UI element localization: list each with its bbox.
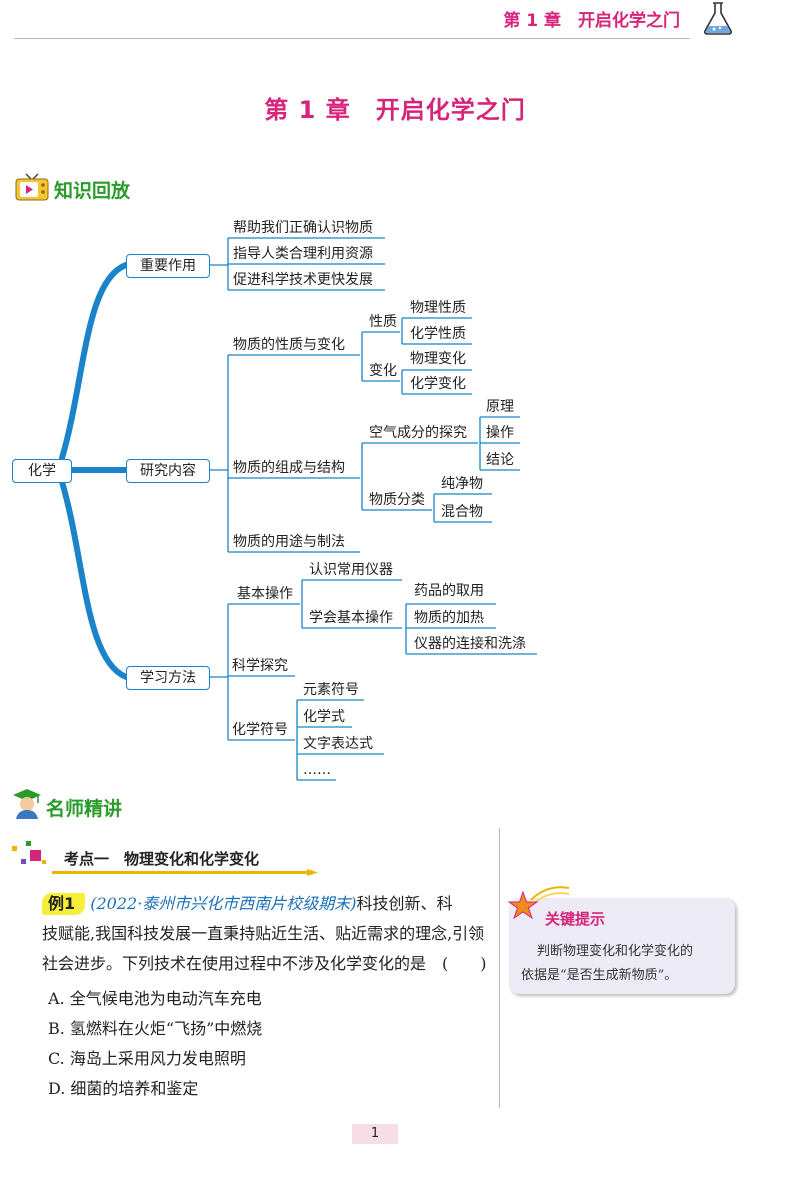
mindmap-node: 物理变化: [410, 351, 466, 367]
mindmap-branch-research: 研究内容: [126, 459, 210, 483]
topic-title: 考点一 物理变化和化学变化: [64, 850, 260, 868]
mindmap-node: 学会基本操作: [309, 610, 393, 626]
mindmap-node: ……: [303, 762, 331, 778]
mindmap-node: 促进科学技术更快发展: [233, 272, 373, 288]
mindmap-node: 科学探究: [232, 658, 288, 674]
example-question-line1: 例1 (2022·泰州市兴化市西南片校级期末)科技创新、科: [42, 893, 453, 915]
mindmap-node: 物质分类: [369, 492, 425, 508]
mindmap-node: 性质: [369, 314, 397, 330]
mindmap-node: 混合物: [441, 504, 483, 520]
page-number: 1: [352, 1124, 398, 1144]
header-rule: [14, 38, 690, 39]
mindmap-node: 基本操作: [237, 586, 293, 602]
example-question-line2: 技赋能,我国科技发展一直秉持贴近生活、贴近需求的理念,引领: [42, 924, 485, 943]
mindmap-node: 仪器的连接和洗涤: [414, 636, 526, 652]
mindmap-branch-method: 学习方法: [126, 666, 210, 690]
mindmap-node: 指导人类合理利用资源: [233, 246, 373, 262]
mindmap-node: 元素符号: [303, 682, 359, 698]
mindmap-node: 认识常用仪器: [309, 562, 393, 578]
flask-icon: [704, 2, 732, 35]
mindmap-node: 结论: [486, 452, 514, 468]
option-a[interactable]: A. 全气候电池为电动汽车充电: [48, 989, 262, 1008]
mindmap-node: 原理: [486, 399, 514, 415]
running-header: 第 1 章 开启化学之门: [503, 11, 680, 31]
mindmap-node: 操作: [486, 425, 514, 441]
mindmap-node: 物质的组成与结构: [233, 460, 345, 476]
topic-decoration: [12, 841, 318, 876]
chapter-title: 第 1 章 开启化学之门: [264, 96, 526, 124]
column-divider: [499, 828, 500, 1108]
mindmap-node: 化学符号: [232, 722, 288, 738]
option-c[interactable]: C. 海岛上采用风力发电照明: [48, 1049, 246, 1068]
option-d[interactable]: D. 细菌的培养和鉴定: [48, 1079, 199, 1098]
teacher-icon: [13, 789, 41, 819]
mindmap-node: 物质的性质与变化: [233, 337, 345, 353]
key-tip-line1: 判断物理变化和化学变化的: [537, 944, 694, 959]
mindmap-node: 空气成分的探究: [369, 425, 467, 441]
key-tip-box: 关键提示 判断物理变化和化学变化的 依据是“是否生成新物质”。: [509, 898, 735, 994]
mindmap-branch-importance: 重要作用: [126, 254, 210, 278]
option-b[interactable]: B. 氢燃料在火炬“飞扬”中燃烧: [48, 1019, 263, 1038]
example-question-line3: 社会进步。下列技术在使用过程中不涉及化学变化的是 ( ): [42, 954, 487, 973]
mindmap-node: 化学式: [303, 709, 345, 725]
mindmap-node: 化学变化: [410, 376, 466, 392]
mindmap-node: 文字表达式: [303, 736, 373, 752]
tv-icon: [15, 173, 49, 201]
mindmap-node: 变化: [369, 363, 397, 379]
example-label: 例1: [42, 893, 86, 915]
mindmap-node: 物理性质: [410, 300, 466, 316]
key-tip-title: 关键提示: [545, 910, 606, 928]
example-text: 科技创新、科: [356, 894, 453, 913]
mindmap-node: 化学性质: [410, 326, 466, 342]
key-tip-line2: 依据是“是否生成新物质”。: [521, 968, 678, 983]
mindmap-root: 化学: [12, 459, 72, 483]
mindmap-node: 药品的取用: [414, 583, 484, 599]
mindmap-node: 帮助我们正确认识物质: [233, 220, 373, 236]
mindmap-node: 纯净物: [441, 476, 483, 492]
mindmap-node: 物质的用途与制法: [233, 534, 345, 550]
section-title-knowledge: 知识回放: [54, 180, 131, 202]
section-title-teacher: 名师精讲: [46, 798, 123, 820]
mindmap-node: 物质的加热: [414, 610, 484, 626]
example-source: (2022·泰州市兴化市西南片校级期末): [90, 894, 357, 913]
star-icon: [507, 886, 570, 920]
mindmap-lines: [59, 237, 537, 781]
